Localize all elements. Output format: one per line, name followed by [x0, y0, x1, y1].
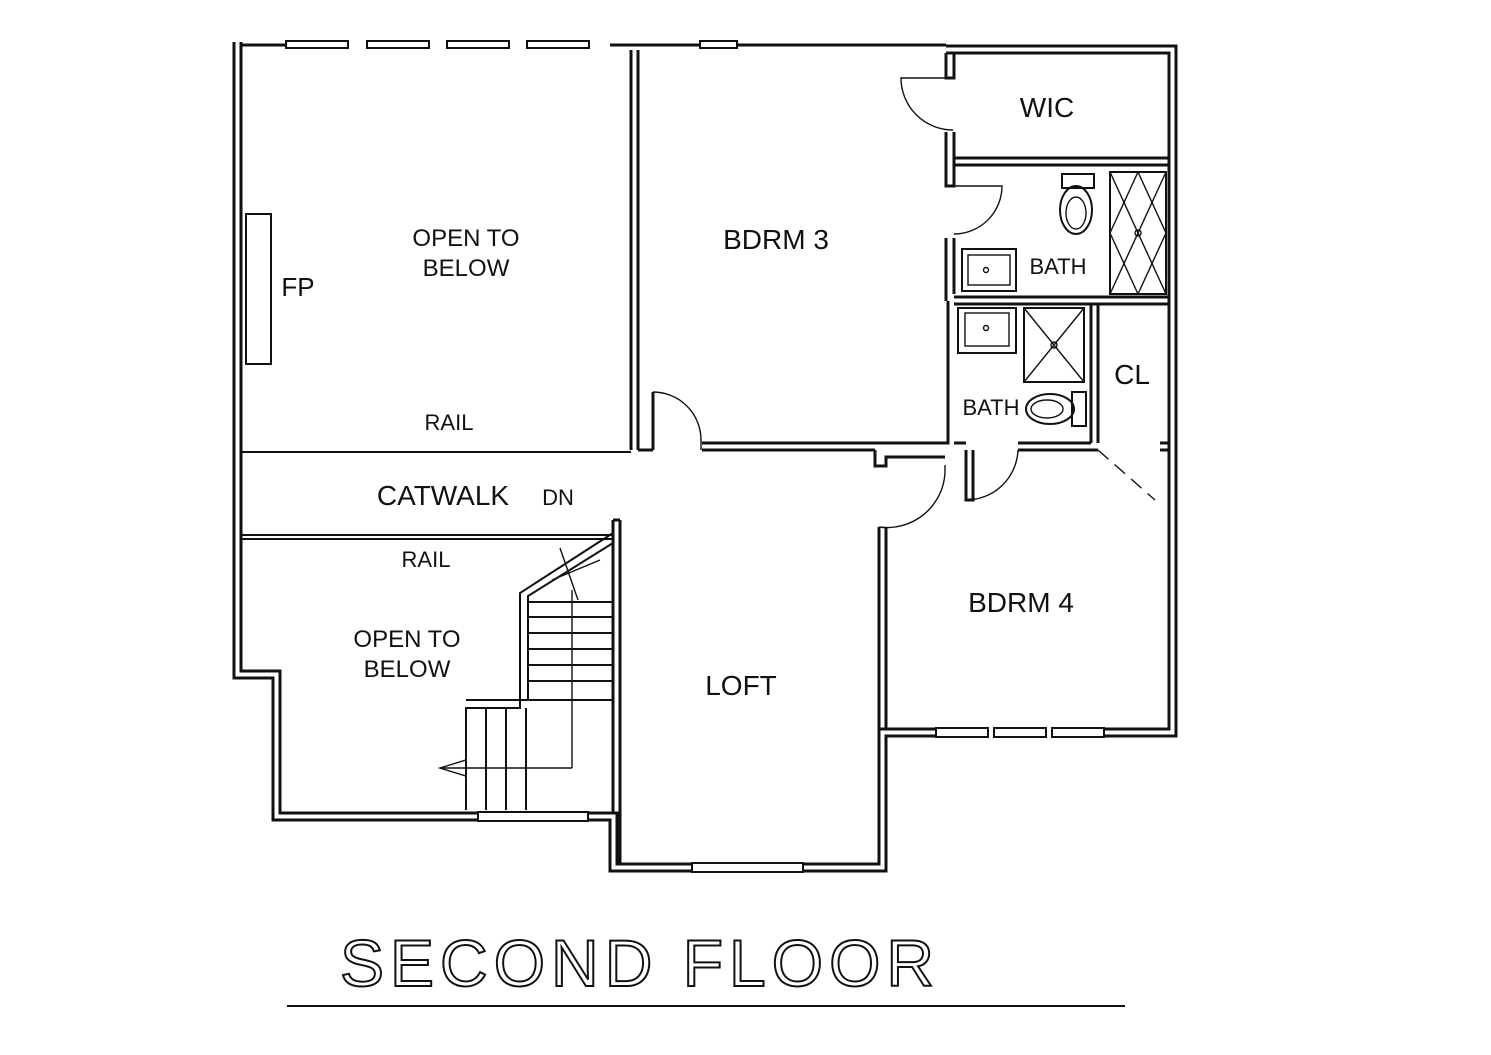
- bath-lower-label: BATH: [962, 395, 1019, 420]
- closet-label: CL: [1114, 359, 1150, 390]
- open-to-below-bottom-line1: OPEN TO: [353, 626, 460, 653]
- plan-title: SECOND FLOOR: [340, 926, 940, 1000]
- open-to-below-bottom-line2: BELOW: [364, 656, 451, 683]
- loft-label: LOFT: [705, 670, 777, 701]
- staircase: [437, 532, 614, 810]
- interior-walls: [241, 50, 1169, 864]
- catwalk-label: CATWALK: [377, 480, 510, 511]
- doors: [652, 77, 1156, 529]
- open-to-below-top-line2: BELOW: [423, 255, 510, 282]
- rail-top-label: RAIL: [425, 410, 474, 435]
- bdrm3-label: BDRM 3: [723, 224, 829, 255]
- fireplace-label: FP: [281, 272, 314, 302]
- open-to-below-top-line1: OPEN TO: [412, 225, 519, 252]
- lower-bath-fixtures: [957, 307, 1087, 427]
- room-labels: OPEN TO BELOW FP RAIL BDRM 3 WIC BATH BA…: [281, 92, 1150, 701]
- windows: [285, 40, 1105, 873]
- stairs-down-label: DN: [542, 485, 574, 510]
- fireplace-hearth: [245, 213, 272, 365]
- exterior-walls: [232, 42, 1178, 873]
- bdrm4-label: BDRM 4: [968, 587, 1074, 618]
- bath-upper-label: BATH: [1029, 254, 1086, 279]
- upper-bath-fixtures: [961, 171, 1167, 295]
- wic-label: WIC: [1020, 92, 1074, 123]
- rail-bottom-label: RAIL: [402, 547, 451, 572]
